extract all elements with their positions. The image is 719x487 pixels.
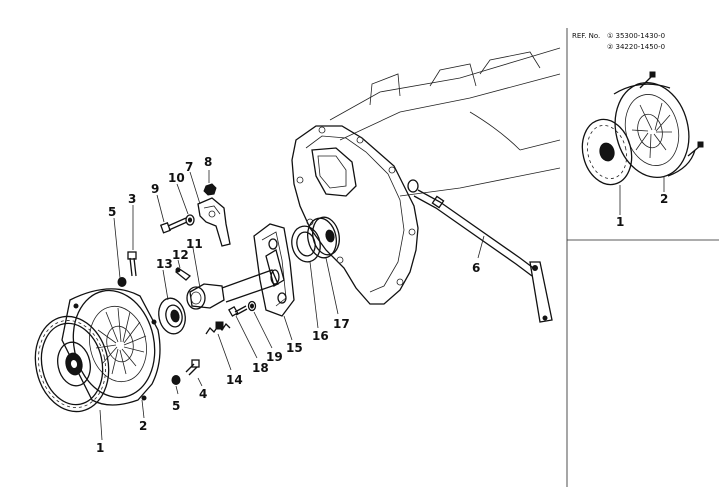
leader-6	[477, 235, 485, 259]
bolt-18	[228, 305, 248, 317]
grease-nipple	[175, 267, 192, 281]
seal-ring	[307, 216, 340, 259]
inset-clutch-disc	[581, 118, 633, 186]
callout-11: 11	[186, 237, 203, 251]
callout-9: 9	[151, 182, 159, 196]
return-spring	[205, 321, 231, 335]
inset-bolt-right	[687, 141, 704, 157]
callout-5-top: 5	[108, 205, 116, 219]
bolt-4	[185, 359, 200, 376]
inset-callout-2: 2	[660, 192, 668, 206]
callout-numbers: 1 2 3 4 5 5 6 7 8 9 10 11 12 13 14 15 16…	[96, 155, 480, 455]
bolt-9	[159, 217, 188, 234]
callout-13: 13	[156, 257, 173, 271]
callout-7: 7	[185, 160, 193, 174]
bell-housing	[291, 125, 419, 305]
release-bearing	[158, 297, 186, 335]
inset-panel: REF. No. ① 35300-1430-0 ② 34220-1450-0	[566, 28, 719, 487]
cross-shaft-boss	[407, 179, 419, 193]
callout-12: 12	[172, 248, 189, 262]
washer-5-bottom	[171, 375, 181, 385]
inset-callout-1: 1	[616, 215, 624, 229]
transmission-housing	[329, 47, 561, 197]
clutch-disc	[34, 315, 110, 413]
callout-16: 16	[312, 329, 329, 343]
callout-10: 10	[168, 171, 185, 185]
washer-10	[185, 214, 195, 226]
bolt-3	[127, 251, 137, 277]
inset-clutch-cover	[613, 81, 696, 179]
release-fork	[197, 197, 231, 247]
ref-heading: REF. No.	[572, 32, 600, 40]
washer-5-top	[117, 277, 127, 287]
nut-8	[203, 183, 217, 196]
callout-19: 19	[266, 350, 283, 364]
leader-lines	[99, 170, 339, 441]
callout-2: 2	[139, 419, 147, 433]
callout-6: 6	[472, 261, 480, 275]
oil-seal	[291, 225, 321, 263]
ref-part-1: ① 35300-1430-0	[607, 32, 665, 40]
release-lever	[413, 189, 553, 323]
washer-19	[247, 300, 257, 312]
callout-3: 3	[128, 192, 136, 206]
callout-1: 1	[96, 441, 104, 455]
ref-part-2: ② 34220-1450-0	[607, 43, 665, 51]
callout-8: 8	[204, 155, 212, 169]
inset-bolt-top	[639, 71, 656, 89]
callout-14: 14	[226, 373, 243, 387]
callout-17: 17	[333, 317, 350, 331]
callout-5-bottom: 5	[172, 399, 180, 413]
callout-18: 18	[252, 361, 269, 375]
bearing-guide	[253, 223, 295, 317]
callout-4: 4	[199, 387, 207, 401]
bell-housing-window	[311, 147, 357, 197]
callout-15: 15	[286, 341, 303, 355]
clutch-cover	[61, 288, 161, 406]
